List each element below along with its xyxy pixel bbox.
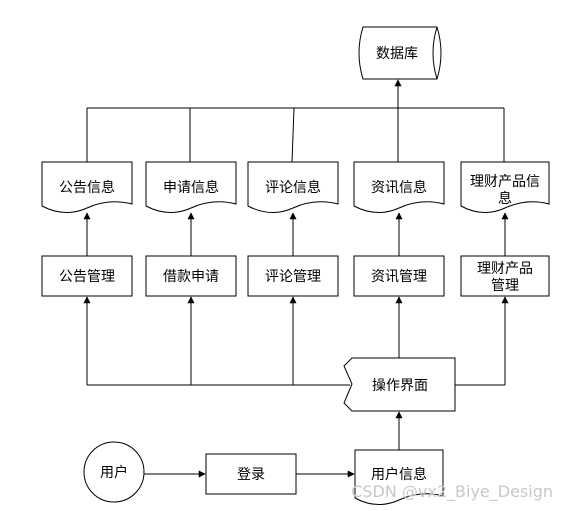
userinfo-label: 用户信息 (371, 466, 427, 483)
manager-news: 资讯管理 (353, 255, 445, 297)
userinfo-node: 用户信息 (354, 449, 444, 505)
doc-label: 资讯信息 (371, 179, 427, 196)
doc-label: 公告信息 (59, 179, 115, 196)
doc-announcement: 公告信息 (41, 161, 133, 213)
manager-announcement: 公告管理 (41, 255, 133, 297)
login-label: 登录 (237, 467, 265, 483)
manager-finance: 理财产品管理 (460, 255, 550, 297)
database-node: 数据库 (358, 26, 442, 80)
manager-label: 资讯管理 (371, 269, 427, 285)
manager-label: 公告管理 (59, 269, 115, 285)
doc-application: 申请信息 (145, 161, 237, 213)
doc-label: 申请信息 (163, 179, 219, 196)
user-label: 用户 (100, 464, 128, 481)
interface-label: 操作界面 (372, 378, 428, 394)
user-node: 用户 (83, 441, 145, 503)
manager-label: 理财产品管理 (477, 261, 533, 294)
doc-label: 评论信息 (265, 179, 321, 196)
login-node: 登录 (205, 453, 297, 495)
database-label: 数据库 (376, 46, 418, 62)
manager-label: 评论管理 (265, 269, 321, 285)
manager-comment: 评论管理 (247, 255, 339, 297)
manager-loan-application: 借款申请 (145, 255, 237, 297)
manager-label: 借款申请 (163, 269, 219, 285)
watermark: CSDN @vx2_Biye_Design (351, 482, 553, 502)
doc-label: 理财产品信息 (470, 174, 540, 207)
doc-finance: 理财产品信息 (460, 161, 550, 213)
doc-comment: 评论信息 (247, 161, 339, 213)
manager-to-doc-arrows (83, 212, 509, 256)
interface-connector (83, 296, 509, 386)
top-connector (86, 79, 505, 163)
interface-node: 操作界面 (343, 357, 456, 412)
doc-news: 资讯信息 (353, 161, 445, 213)
